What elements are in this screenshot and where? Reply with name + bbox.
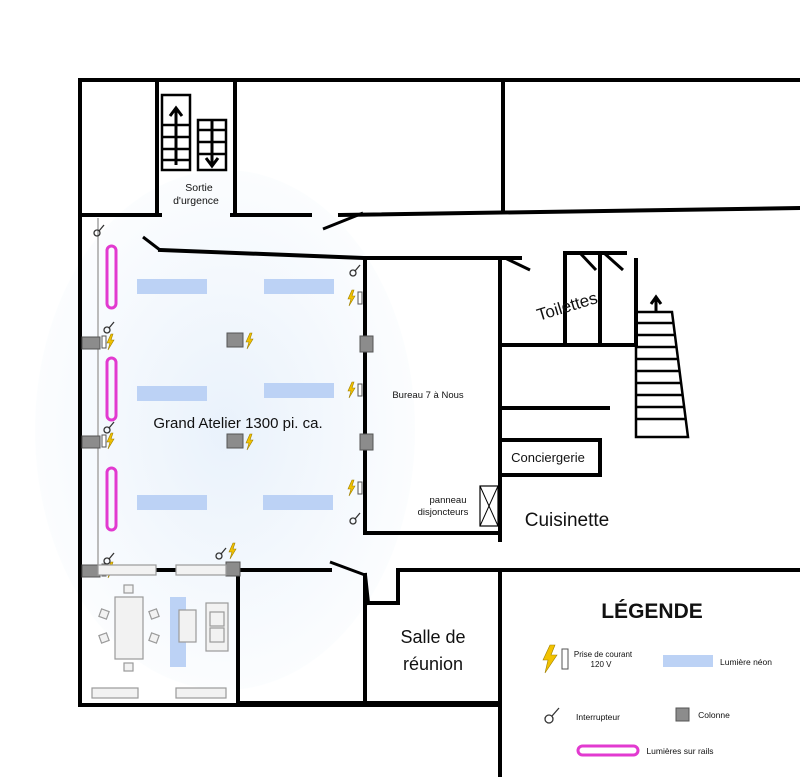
outlet-icon bbox=[228, 542, 237, 560]
column-marker bbox=[226, 433, 244, 449]
emergency-stairs bbox=[160, 93, 228, 172]
chair bbox=[123, 662, 134, 672]
neon-light bbox=[264, 383, 334, 398]
column-marker bbox=[81, 336, 101, 350]
salle-reunion-label-2: réunion bbox=[403, 654, 463, 674]
neon-light bbox=[137, 386, 207, 401]
track-light bbox=[105, 466, 118, 532]
chair bbox=[98, 632, 110, 644]
meeting-table bbox=[114, 596, 144, 660]
column-marker bbox=[225, 561, 241, 577]
coffee-table bbox=[178, 609, 197, 643]
walls bbox=[78, 78, 800, 777]
legend-neon-label: Lumière néon bbox=[720, 657, 772, 667]
track-rails bbox=[97, 218, 118, 565]
switches bbox=[93, 224, 361, 565]
column-marker bbox=[81, 564, 101, 578]
column-marker bbox=[359, 335, 374, 353]
toilettes-label: Toilettes bbox=[535, 288, 600, 324]
chair bbox=[148, 608, 160, 620]
column-marker bbox=[81, 435, 101, 449]
switch-icon bbox=[103, 552, 115, 565]
neon-light bbox=[264, 279, 334, 294]
switch-icon bbox=[349, 264, 361, 277]
columns bbox=[81, 332, 374, 578]
cuisinette-label: Cuisinette bbox=[525, 510, 610, 531]
outlet-icon bbox=[347, 479, 363, 497]
conciergerie-label: Conciergerie bbox=[511, 450, 585, 465]
emergency-exit-label-2: d'urgence bbox=[173, 195, 219, 207]
legend-track-swatch bbox=[576, 744, 640, 757]
grand-atelier-label: Grand Atelier 1300 pi. ca. bbox=[153, 415, 322, 432]
switch-icon bbox=[93, 224, 105, 237]
bureau-label: Bureau 7 à Nous bbox=[392, 390, 464, 401]
panel-label-1: panneau bbox=[430, 495, 467, 506]
breaker-panel bbox=[479, 485, 499, 527]
sofa-cushion bbox=[209, 611, 225, 627]
outlet-icon bbox=[101, 432, 115, 450]
legend-title: LÉGENDE bbox=[601, 600, 703, 623]
column-marker bbox=[359, 433, 374, 451]
salle-reunion-label-1: Salle de bbox=[400, 627, 465, 647]
sofa-cushion bbox=[209, 627, 225, 643]
column-marker bbox=[226, 332, 244, 348]
legend: LÉGENDE Prise de courant 120 V Lumière n… bbox=[542, 600, 772, 757]
track-light bbox=[105, 356, 118, 422]
counter bbox=[97, 564, 157, 576]
chair bbox=[148, 632, 160, 644]
outlet-icon bbox=[245, 433, 254, 451]
counter bbox=[91, 687, 139, 699]
switch-icon bbox=[103, 421, 115, 434]
emergency-exit-label-1: Sortie bbox=[185, 182, 213, 194]
switch-icon bbox=[103, 321, 115, 334]
outlet-icon bbox=[245, 332, 254, 350]
chair bbox=[98, 608, 110, 620]
outlet-icon bbox=[101, 333, 115, 351]
legend-outlet-icon bbox=[542, 644, 569, 674]
neon-light bbox=[137, 279, 207, 294]
counter bbox=[175, 564, 227, 576]
legend-neon-swatch bbox=[663, 655, 713, 667]
neon-light bbox=[263, 495, 333, 510]
chair bbox=[123, 584, 134, 594]
sofa bbox=[205, 602, 229, 652]
neon-light bbox=[137, 495, 207, 510]
legend-switch-label: Interrupteur bbox=[576, 712, 620, 722]
atelier-glow bbox=[35, 170, 415, 690]
legend-outlet-label-2: 120 V bbox=[591, 660, 613, 669]
legend-switch-icon bbox=[544, 707, 560, 724]
main-stairs bbox=[634, 294, 690, 439]
legend-track-label: Lumières sur rails bbox=[646, 746, 713, 756]
counter bbox=[175, 687, 227, 699]
panel-label-2: disjoncteurs bbox=[418, 507, 469, 518]
legend-column-label: Colonne bbox=[698, 710, 730, 720]
outlet-icon bbox=[347, 381, 363, 399]
track-light bbox=[105, 244, 118, 310]
legend-column-swatch bbox=[675, 707, 690, 722]
switch-icon bbox=[215, 547, 227, 560]
furniture bbox=[91, 564, 229, 699]
neon-lights bbox=[137, 279, 334, 667]
outlet-icon bbox=[347, 289, 363, 307]
legend-outlet-label-1: Prise de courant bbox=[574, 650, 633, 659]
switch-icon bbox=[349, 512, 361, 525]
